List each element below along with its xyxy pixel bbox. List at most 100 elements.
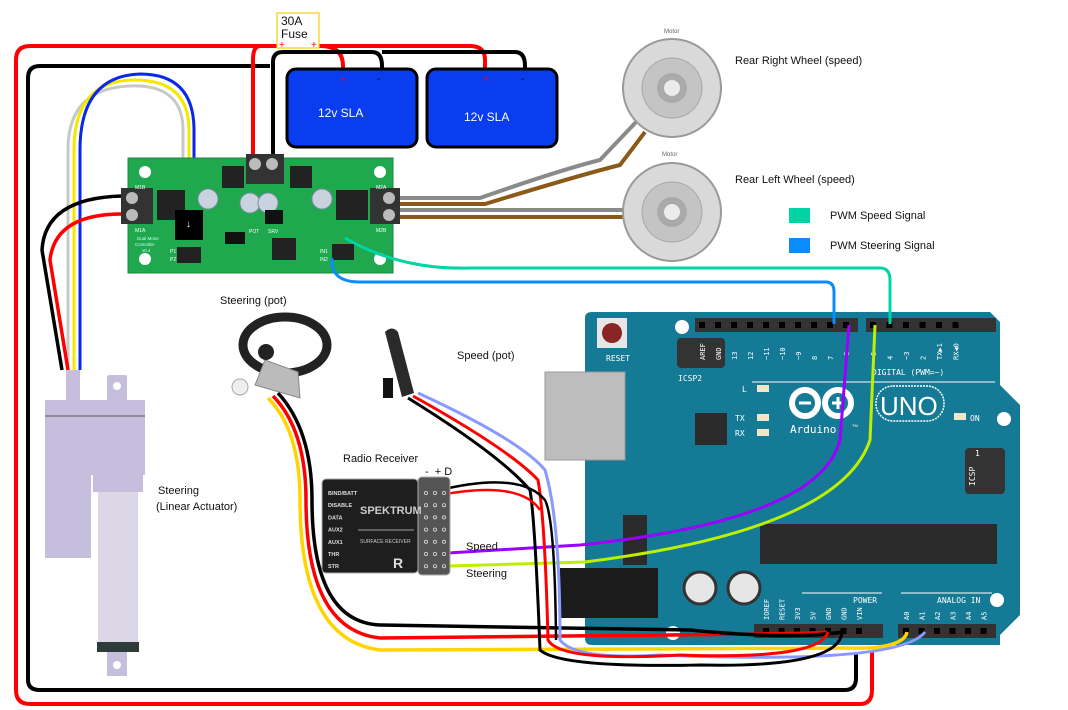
power-pin-label: 3V3 bbox=[794, 607, 802, 620]
receiver-pin[interactable] bbox=[432, 539, 437, 544]
arduino-led-rx-label: RX bbox=[735, 429, 745, 438]
motor-rear-right-label: Rear Right Wheel (speed) bbox=[735, 55, 862, 67]
wire-red-main-loop bbox=[14, 44, 874, 706]
digital-pin[interactable] bbox=[843, 322, 849, 328]
digital-pin[interactable] bbox=[936, 322, 942, 328]
wire-receiver-power-black bbox=[435, 481, 558, 641]
digital-pin[interactable] bbox=[811, 322, 817, 328]
receiver-pin[interactable] bbox=[432, 564, 437, 569]
fuse: 30A Fuse + + bbox=[276, 12, 320, 51]
label-m2a: M2A bbox=[376, 185, 387, 191]
receiver-subtitle: SURFACE RECEIVER bbox=[360, 539, 411, 545]
analog-pin[interactable] bbox=[918, 628, 925, 634]
battery-2-minus: - bbox=[521, 74, 524, 85]
arduino-digital-label: DIGITAL (PWM=~) bbox=[872, 368, 944, 377]
digital-pin[interactable] bbox=[870, 322, 876, 328]
receiver-pin[interactable] bbox=[423, 515, 428, 520]
controller-name-1: Dual Motor bbox=[137, 236, 160, 241]
label-in1: IN1 bbox=[320, 249, 328, 255]
receiver-pin[interactable] bbox=[441, 515, 446, 520]
wire-black-bat2 bbox=[382, 50, 527, 78]
analog-pin[interactable] bbox=[965, 628, 971, 634]
receiver-pin[interactable] bbox=[432, 503, 437, 508]
digital-pin[interactable] bbox=[903, 322, 909, 328]
analog-pin-label: A1 bbox=[919, 612, 927, 620]
wire-actuator-black bbox=[40, 194, 123, 371]
legend: PWM Speed Signal PWM Steering Signal bbox=[789, 208, 935, 253]
digital-pin[interactable] bbox=[763, 322, 769, 328]
digital-pin[interactable] bbox=[919, 322, 926, 328]
label-pot: POT bbox=[249, 229, 259, 235]
receiver-pin[interactable] bbox=[441, 490, 446, 495]
receiver-speed-label: Speed bbox=[466, 541, 498, 553]
receiver-pin[interactable] bbox=[441, 527, 446, 532]
digital-pin[interactable] bbox=[795, 322, 801, 328]
wire-speed-pot-red bbox=[412, 394, 830, 659]
digital-pin[interactable] bbox=[952, 322, 959, 328]
analog-pin[interactable] bbox=[903, 628, 909, 634]
arduino-model: UNO bbox=[880, 391, 938, 421]
power-pin[interactable] bbox=[856, 628, 862, 634]
digital-pin-label: ~10 bbox=[779, 347, 787, 360]
receiver-pin[interactable] bbox=[441, 539, 446, 544]
power-pin[interactable] bbox=[778, 628, 785, 634]
battery-2-plus: + bbox=[483, 74, 489, 85]
fuse-label: Fuse bbox=[281, 27, 308, 41]
receiver-pin-header: - + D bbox=[425, 466, 452, 478]
motor-rear-right: Motor bbox=[622, 29, 722, 138]
label-p1: P1 bbox=[170, 249, 176, 255]
receiver-title: Radio Receiver bbox=[343, 453, 419, 465]
receiver-pin[interactable] bbox=[432, 490, 437, 495]
wire-actuator-blue bbox=[78, 72, 196, 370]
arduino-power-label: POWER bbox=[853, 596, 877, 605]
digital-pin-label: TX▶1 bbox=[936, 343, 944, 360]
arduino-analog-label: ANALOG IN bbox=[937, 596, 981, 605]
digital-pin[interactable] bbox=[699, 322, 705, 328]
digital-pin-label: ~11 bbox=[763, 347, 771, 360]
analog-pin[interactable] bbox=[949, 628, 956, 634]
label-m1b: M1B bbox=[135, 185, 146, 191]
motor-rear-right-caption: Motor bbox=[664, 29, 679, 35]
receiver-pin[interactable] bbox=[423, 552, 428, 557]
digital-pin[interactable] bbox=[747, 322, 753, 328]
motor-rear-left: Motor bbox=[622, 152, 722, 262]
power-pin[interactable] bbox=[809, 628, 816, 634]
receiver-pin[interactable] bbox=[423, 564, 428, 569]
power-pin[interactable] bbox=[840, 628, 847, 634]
receiver-channel-label: DATA bbox=[328, 515, 342, 521]
analog-pin[interactable] bbox=[934, 628, 940, 634]
receiver-pin[interactable] bbox=[423, 539, 428, 544]
power-pin[interactable] bbox=[763, 628, 769, 634]
legend-label-speed: PWM Speed Signal bbox=[830, 210, 925, 222]
power-pin-label: VIN bbox=[856, 607, 864, 620]
receiver-channel-label: DISABLE bbox=[328, 503, 352, 509]
analog-pin[interactable] bbox=[980, 628, 987, 634]
linear-actuator bbox=[45, 370, 145, 676]
digital-pin-label: GND bbox=[715, 347, 723, 360]
analog-pin-label: A0 bbox=[903, 612, 911, 620]
receiver-pin[interactable] bbox=[423, 490, 428, 495]
arduino-reset-label: RESET bbox=[606, 354, 630, 363]
digital-pin-label: 12 bbox=[747, 352, 755, 360]
power-pin[interactable] bbox=[825, 628, 831, 634]
digital-pin[interactable] bbox=[731, 322, 737, 328]
digital-pin[interactable] bbox=[827, 322, 833, 328]
digital-pin-label: AREF bbox=[699, 343, 707, 360]
receiver-pin[interactable] bbox=[441, 552, 446, 557]
digital-pin[interactable] bbox=[715, 322, 721, 328]
speed-pot-label: Speed (pot) bbox=[457, 350, 514, 362]
digital-pin[interactable] bbox=[886, 322, 893, 328]
receiver-pin[interactable] bbox=[423, 503, 428, 508]
digital-pin-label: RX◀0 bbox=[953, 343, 961, 360]
receiver-pin[interactable] bbox=[432, 552, 437, 557]
wire-receiver-speed-purple bbox=[447, 324, 851, 555]
receiver-pin[interactable] bbox=[432, 527, 437, 532]
wire-red-fuse-to-battery bbox=[260, 44, 487, 78]
receiver-pin[interactable] bbox=[432, 515, 437, 520]
receiver-pin[interactable] bbox=[441, 503, 446, 508]
receiver-pin[interactable] bbox=[441, 564, 446, 569]
power-pin[interactable] bbox=[794, 628, 800, 634]
digital-pin[interactable] bbox=[779, 322, 785, 328]
arduino-led-tx-label: TX bbox=[735, 414, 745, 423]
receiver-pin[interactable] bbox=[423, 527, 428, 532]
